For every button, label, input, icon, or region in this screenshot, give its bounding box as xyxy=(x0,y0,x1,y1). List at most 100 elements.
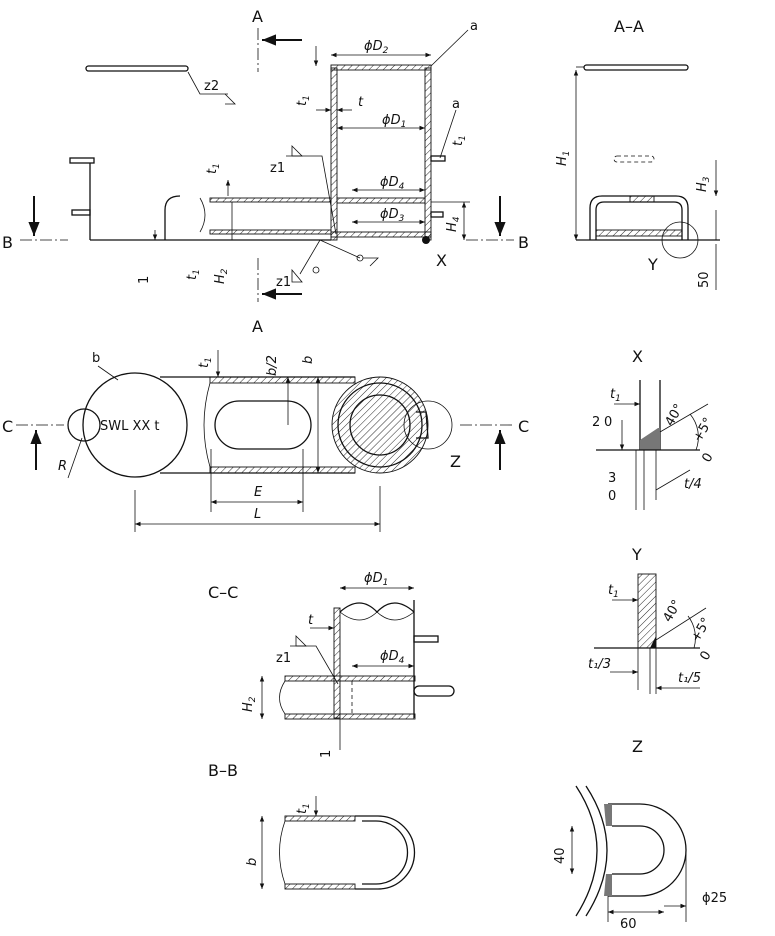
detail-x-3-label: 3 xyxy=(608,471,616,486)
detail-y-angle-tol: +5° xyxy=(688,615,714,645)
cc-tube-break xyxy=(339,602,415,613)
weld-z2-label: z2 xyxy=(204,79,219,94)
detail-x-weld xyxy=(640,428,660,450)
detail-x-angle-line xyxy=(659,403,709,433)
view-a-a-title: A–A xyxy=(614,17,644,36)
detail-y-t13-label: t₁/3 xyxy=(588,657,611,672)
cc-bottom-plate xyxy=(284,713,416,720)
detail-z-ring-outer xyxy=(575,785,598,917)
detail-y-t1-label: t1 xyxy=(608,583,619,600)
detail-y-weld xyxy=(650,636,656,648)
detail-z-loop-outer xyxy=(608,803,687,897)
plan-dim-t1-label: t1 xyxy=(197,357,214,368)
aa-hoop-top-weld xyxy=(629,195,655,203)
bb-wall-top xyxy=(284,815,356,822)
weld-z1-upper-symbol xyxy=(291,145,303,157)
section-c-right-label: C xyxy=(518,417,529,436)
detail-x-2-label: 2 xyxy=(592,415,600,430)
detail-x-t4-leader xyxy=(655,469,691,491)
view-a-a: A–A H1 Y H3 50 xyxy=(555,17,720,290)
weld-dot-right xyxy=(422,236,430,244)
cc-dim-d4-label: ϕD4 xyxy=(380,649,405,666)
bottom-plate-left xyxy=(209,229,332,235)
pin-right-upper xyxy=(430,155,446,162)
detail-x-0a-label: 0 xyxy=(604,415,612,430)
plan-wall-top xyxy=(209,376,356,384)
dim-h2-label: H2 xyxy=(213,268,230,284)
plan-ring-outer xyxy=(331,376,429,474)
bb-wall-bottom xyxy=(284,883,356,890)
detail-x-t4-label: t/4 xyxy=(684,477,702,492)
bb-dim-b-label: b xyxy=(245,858,260,866)
plan-swl-disc xyxy=(82,372,188,478)
plan-break-line xyxy=(203,382,211,468)
plan-ring-inner-edge xyxy=(337,382,423,468)
inner-plate-left xyxy=(209,197,332,203)
section-b-b: B–B b t1 xyxy=(208,761,416,890)
plan-dim-l-label: L xyxy=(254,507,261,522)
section-c-c-title: C–C xyxy=(208,583,238,602)
plan-view: C C SWL XX t b R Z t1 b/2 b xyxy=(2,350,529,532)
lid-profile-curve xyxy=(164,195,181,240)
weld-z2-symbol xyxy=(224,93,236,105)
detail-z-dim-60-label: 60 xyxy=(620,917,637,932)
dim-d3-label: ϕD3 xyxy=(380,207,405,224)
aa-h1-label: H1 xyxy=(555,150,572,166)
detail-y-title: Y xyxy=(631,545,642,564)
plan-body-edges xyxy=(160,376,355,474)
tube-inner-plate xyxy=(336,197,426,204)
detail-x-angle-arc xyxy=(689,413,699,451)
dim-t-label: t xyxy=(358,95,364,110)
detail-x-0b-label: 0 xyxy=(608,489,616,504)
weld-z2-leader xyxy=(187,71,228,95)
section-c-left-label: C xyxy=(2,417,13,436)
detail-x-angle-label: 40° xyxy=(662,401,687,428)
plan-swl-label: SWL XX t xyxy=(100,419,160,434)
note-a-label-right: a xyxy=(452,97,460,112)
dim-one-label: 1 xyxy=(137,276,152,284)
cc-pin-upper xyxy=(413,635,439,643)
dim-t1-top-label: t1 xyxy=(295,95,312,106)
weld-z1-lower-circle xyxy=(312,266,320,274)
left-post-cap xyxy=(69,157,95,164)
dim-t1-upper-label: t1 xyxy=(205,163,222,174)
aa-lid xyxy=(583,64,689,71)
detail-y-angle-line xyxy=(655,607,707,641)
pin-right-lower xyxy=(430,211,444,218)
detail-z-loop-inner xyxy=(612,825,665,875)
tube-top-flange xyxy=(330,64,432,71)
dim-h4-label: H4 xyxy=(445,216,462,232)
detail-z-title: Z xyxy=(632,737,643,756)
cc-dim-one-label: 1 xyxy=(319,750,334,758)
bb-hoop-outer xyxy=(355,815,416,890)
weld-leader-mark xyxy=(363,257,379,267)
plan-ring-hole xyxy=(349,394,411,456)
bb-break-line xyxy=(279,820,286,885)
cc-dim-d1-label: ϕD1 xyxy=(364,571,388,588)
plan-wall-bottom xyxy=(209,466,356,474)
tube-wall-left xyxy=(330,67,338,241)
detail-z-ring-inner xyxy=(585,785,608,917)
weld-z1-lower-symbol xyxy=(291,268,303,283)
aa-detail-y-label: Y xyxy=(647,255,658,274)
weld-z1-upper-label: z1 xyxy=(270,161,285,176)
note-b-leader xyxy=(97,365,119,381)
detail-y-plate xyxy=(637,573,657,649)
section-b-left-label: B xyxy=(2,233,13,252)
detail-y-angle-arc xyxy=(687,615,696,649)
section-c-c: C–C ϕD1 t ϕD4 z1 H2 1 xyxy=(208,571,455,758)
tube-bottom-plate xyxy=(330,231,432,238)
cc-weld-z1-symbol xyxy=(295,635,307,647)
aa-detail-y-circle xyxy=(661,221,699,259)
cc-tube-wall-left xyxy=(333,607,341,719)
note-a-label-top: a xyxy=(470,19,478,34)
plan-pin-head xyxy=(416,411,429,439)
dim-t1-right-label: t1 xyxy=(451,135,468,146)
plan-detail-z-circle xyxy=(403,400,453,450)
detail-z-dim-40-label: 40 xyxy=(553,847,568,864)
dim-r-label: R xyxy=(58,459,67,474)
note-a-leader-right xyxy=(439,109,457,159)
main-elevation-view: A z2 t1 H2 t1 1 xyxy=(2,7,529,336)
dim-d1-label: ϕD1 xyxy=(382,113,406,130)
dim-d4-label: ϕD4 xyxy=(380,175,405,192)
